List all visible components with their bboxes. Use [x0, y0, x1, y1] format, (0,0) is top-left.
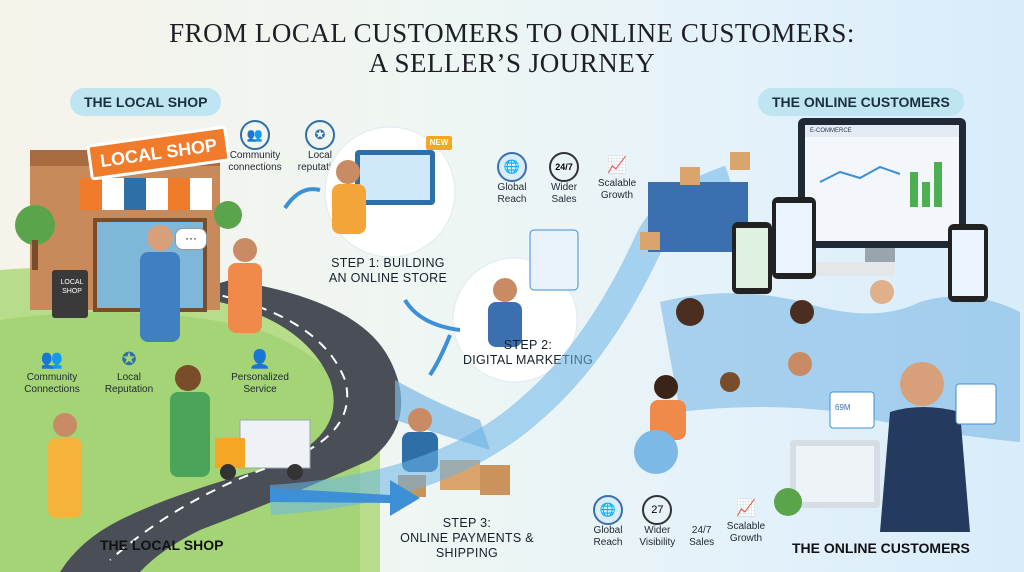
page-title: FROM LOCAL CUSTOMERS TO ONLINE CUSTOMERS…	[0, 18, 1024, 78]
step3-line2: ONLINE PAYMENTS &	[400, 531, 534, 545]
shipping-container	[648, 182, 748, 252]
reach-top-2-l1: Wider	[550, 182, 578, 193]
online-bottom-3: 24/7 Sales	[687, 495, 717, 549]
local-mid-icon-3: 👤 Personalized Service	[226, 346, 294, 396]
step3-map	[395, 380, 490, 450]
local-scene	[0, 150, 402, 572]
globe-icon: 🌐	[497, 152, 527, 182]
new-badge: NEW	[426, 136, 452, 150]
local-mid-label-1: Community Connections	[24, 372, 80, 395]
rosette-icon: ✪	[121, 348, 137, 369]
steps-scene	[283, 126, 579, 497]
local-top-icon-2: ✪ Local reputation	[294, 120, 346, 174]
step-arrow-3	[428, 334, 452, 377]
step1-worker	[332, 184, 366, 234]
step1-label: STEP 1: BUILDING AN ONLINE STORE	[328, 256, 448, 286]
sandwich-board	[52, 270, 88, 318]
plant	[774, 488, 802, 516]
speech-bubble-icon: ···	[175, 228, 207, 250]
local-top-label-2: Local reputation	[297, 150, 343, 173]
globe-seat	[634, 430, 678, 474]
step3-line3: SHIPPING	[435, 546, 499, 560]
title-line-1: FROM LOCAL CUSTOMERS TO ONLINE CUSTOMERS…	[169, 18, 855, 48]
online-bottom-4-l2: Growth	[729, 533, 763, 544]
local-mid-icon-2: ✪ Local Reputation	[98, 346, 160, 396]
road	[60, 280, 402, 572]
rosette-icon: ✪	[305, 120, 335, 150]
step3-line1: STEP 3:	[442, 516, 492, 530]
clock-icon: 27	[642, 495, 673, 525]
shopkeeper	[140, 252, 180, 342]
local-bottom-label: THE LOCAL SHOP	[100, 537, 224, 553]
online-bottom-icons: 🌐 Global Reach 27 Wider Visibility 24/7 …	[588, 495, 768, 549]
step2-line1: STEP 2:	[503, 338, 553, 352]
local-mid-icon-1: 👥 Community Connections	[18, 346, 86, 396]
reach-top-3: 📈 Scalable Growth	[594, 152, 640, 206]
online-bottom-1-l1: Global	[593, 525, 623, 536]
online-bottom-2-l2: Visibility	[639, 537, 676, 548]
reach-top-1-l2: Reach	[497, 194, 527, 205]
shop-awning	[80, 178, 212, 210]
online-bottom-3-l2: Sales	[689, 537, 715, 548]
reach-top-2-l2: Sales	[551, 194, 577, 205]
reach-top-3-l1: Scalable	[597, 178, 637, 189]
growth-chart-icon: 📈	[607, 157, 627, 174]
title-line-2: A SELLER’S JOURNEY	[368, 48, 656, 78]
person-icon: 👤	[248, 348, 272, 369]
keyboard	[805, 262, 895, 276]
step2-worker	[488, 302, 522, 347]
local-mid-label-2: Local Reputation	[104, 372, 154, 395]
tree-left	[15, 205, 55, 245]
step3-label: STEP 3: ONLINE PAYMENTS & SHIPPING	[392, 516, 542, 561]
road-line	[109, 291, 349, 561]
customer-girl-laptop	[650, 400, 686, 440]
step1-monitor	[360, 155, 430, 200]
step-arrow-1	[283, 187, 321, 210]
local-top-icon-1: 👥 Community connections	[226, 120, 284, 174]
reach-top-icons: 🌐 Global Reach 24/7 Wider Sales 📈 Scalab…	[490, 152, 640, 206]
globe-icon: 🌐	[593, 495, 623, 525]
businessman	[900, 362, 944, 406]
local-mid-label-3: Personalized Service	[231, 372, 289, 395]
sandwich-board-text: LOCAL SHOP	[60, 279, 84, 295]
customer-woman	[228, 263, 262, 333]
online-bottom-1: 🌐 Global Reach	[588, 495, 628, 549]
analytics-figure: 69M	[835, 403, 851, 412]
online-bottom-label: THE ONLINE CUSTOMERS	[792, 540, 970, 556]
reach-top-1: 🌐 Global Reach	[490, 152, 534, 206]
growth-chart-icon: 📈	[736, 500, 756, 517]
online-bottom-4-l1: Scalable	[726, 521, 766, 532]
customer-man-lower	[170, 392, 210, 477]
online-customers-pill: THE ONLINE CUSTOMERS	[758, 88, 964, 116]
step1-line2: AN ONLINE STORE	[328, 271, 448, 285]
online-scene	[634, 118, 1020, 532]
local-top-icons: 👥 Community connections ✪ Local reputati…	[226, 120, 346, 174]
people-icon: 👥	[40, 348, 64, 369]
online-bottom-3-l1: 24/7	[691, 525, 712, 536]
customer-woman-lower	[48, 438, 82, 518]
world-map	[660, 293, 1020, 442]
analytics-card	[829, 391, 875, 429]
step1-line1: STEP 1: BUILDING	[331, 256, 445, 270]
online-bottom-1-l2: Reach	[593, 537, 623, 548]
online-bottom-4: 📈 Scalable Growth	[724, 495, 768, 549]
step2-screen	[529, 229, 579, 291]
online-bottom-2-l1: Wider	[644, 525, 671, 536]
clock-247-icon: 24/7	[549, 152, 579, 182]
delivery-truck	[215, 419, 311, 480]
growth-card	[955, 383, 997, 425]
step-arrow-2	[403, 298, 461, 332]
people-icon: 👥	[240, 120, 270, 150]
local-top-label-1: Community connections	[228, 150, 282, 173]
local-shop-pill: THE LOCAL SHOP	[70, 88, 222, 116]
reach-top-1-l1: Global	[497, 182, 527, 193]
monitor-header: E-COMMERCE	[810, 128, 852, 134]
reach-top-3-l2: Growth	[600, 190, 634, 201]
reach-top-2: 24/7 Wider Sales	[542, 152, 586, 206]
tree-right	[214, 201, 242, 229]
online-bottom-2: 27 Wider Visibility	[635, 495, 679, 549]
